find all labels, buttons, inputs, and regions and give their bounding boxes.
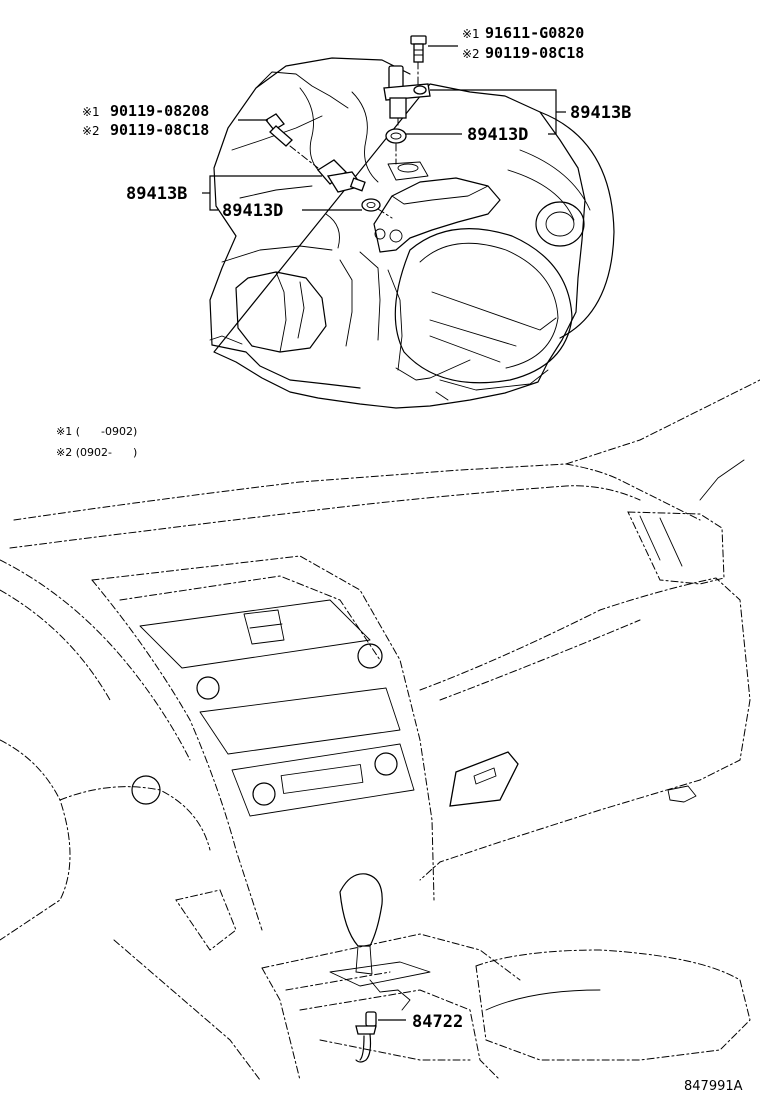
figure-reference: 847991A [684,1079,743,1094]
part-number-90119-08208: 90119-08208 [110,102,209,120]
oring-left [361,198,393,219]
note-mark-1: ※1 [82,105,100,119]
callout-bolt-top: ※1 91611-G0820 ※2 90119-08C18 [462,24,584,62]
footnote-2: ※2 (0902- ) [56,446,137,459]
part-number-89413B-right: 89413B [570,103,631,123]
dashboard-illustration [0,379,760,1081]
part-number-90119-08C18: 90119-08C18 [110,121,209,139]
part-number-84722: 84722 [412,1012,463,1032]
note-mark-1: ※1 [462,27,480,41]
part-number-90119-08C18: 90119-08C18 [485,44,584,62]
bolt-top [410,35,427,85]
footnote-1: ※1 ( -0902) [56,425,137,438]
part-number-89413B-left: 89413B [126,184,187,204]
bolt-left [265,113,319,169]
leader-lines [202,45,566,1021]
note-mark-2: ※2 [82,124,100,138]
oring-top [385,128,407,165]
part-number-89413D-left: 89413D [222,201,283,221]
callout-bolt-left: ※1 90119-08208 ※2 90119-08C18 [82,102,209,139]
note-mark-2: ※2 [462,47,480,61]
speed-sensor-top [383,65,431,129]
footnotes: ※1 ( -0902) ※2 (0902- ) [56,425,137,459]
speed-sensor-left [317,159,366,193]
transaxle-assembly [209,57,615,409]
part-number-89413D-right: 89413D [467,125,528,145]
part-number-91611-G0820: 91611-G0820 [485,24,584,42]
